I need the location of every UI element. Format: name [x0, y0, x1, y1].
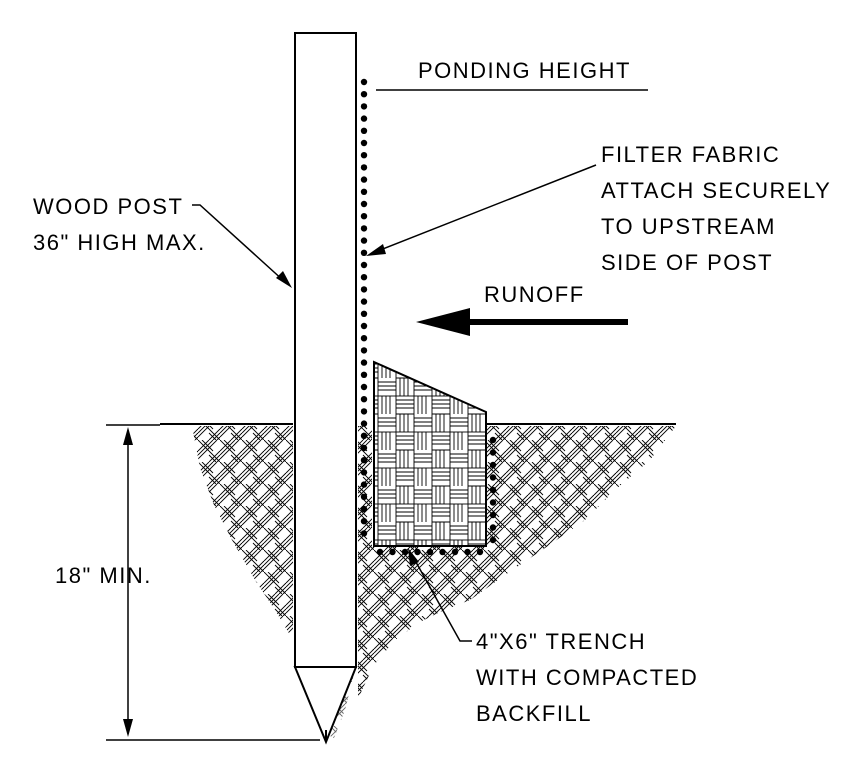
fabric-dot	[360, 213, 368, 220]
filter-fabric-label-line-3: TO UPSTREAM	[601, 214, 776, 239]
fabric-dot	[360, 310, 368, 317]
fabric-dot	[360, 383, 368, 391]
fabric-dot	[439, 548, 446, 556]
fabric-dot	[360, 396, 368, 403]
runoff-arrow	[416, 308, 628, 336]
filter-fabric-label-line-1: FILTER FABRIC	[601, 142, 780, 167]
fabric-dot	[360, 408, 368, 415]
fabric-dot	[360, 91, 368, 98]
compacted-backfill	[373, 360, 487, 547]
depth-dimension-label: 18" MIN.	[55, 563, 152, 588]
fabric-dot	[360, 103, 368, 110]
fabric-dot	[401, 548, 409, 556]
fabric-dot	[360, 115, 368, 122]
fabric-dot	[489, 449, 497, 456]
fabric-dot	[360, 457, 368, 464]
fabric-dot	[360, 274, 368, 281]
fabric-dot	[426, 548, 434, 556]
fabric-dot	[451, 548, 459, 556]
fabric-dot	[360, 225, 368, 232]
fabric-dot	[360, 176, 368, 183]
fabric-dot	[489, 499, 497, 506]
fabric-dot	[489, 511, 497, 519]
fabric-dot	[360, 139, 368, 147]
fabric-dot	[360, 152, 368, 159]
fabric-dot	[360, 371, 368, 378]
fabric-dot	[360, 200, 368, 208]
fabric-dot	[360, 347, 368, 354]
wood-post	[293, 32, 358, 745]
fabric-dot	[489, 536, 497, 544]
filter-fabric-dots	[360, 78, 497, 556]
fabric-dot	[360, 420, 368, 427]
filter-fabric-label-line-4: SIDE OF POST	[601, 250, 773, 275]
filter-fabric-label-line-2: ATTACH SECURELY	[601, 178, 831, 203]
fabric-dot	[360, 481, 368, 488]
wood-post-label-line-1: WOOD POST	[33, 194, 183, 219]
leader-arrowheads	[123, 244, 419, 737]
trench-label-line-2: WITH COMPACTED	[476, 665, 698, 690]
fabric-dot	[414, 548, 421, 556]
fabric-dot	[360, 261, 368, 269]
fabric-dot	[360, 444, 368, 452]
fabric-dot	[360, 188, 368, 195]
fabric-dot	[360, 78, 368, 86]
fabric-dot	[360, 493, 368, 500]
fabric-dot	[360, 298, 368, 305]
fabric-dot	[376, 548, 384, 556]
trench-label-line-3: BACKFILL	[476, 701, 592, 726]
leader-lines	[106, 89, 648, 741]
fabric-dot	[360, 164, 368, 171]
fabric-dot	[489, 474, 497, 481]
fabric-dot	[360, 249, 368, 256]
ponding-height-label: PONDING HEIGHT	[418, 58, 631, 83]
fabric-dot	[489, 436, 497, 444]
fabric-dot	[360, 127, 368, 134]
fabric-dot	[360, 237, 368, 244]
fabric-dot	[476, 548, 484, 556]
fabric-dot	[360, 286, 368, 293]
fabric-dot	[360, 505, 368, 513]
fabric-dot	[489, 461, 497, 469]
fabric-dot	[360, 518, 368, 525]
runoff-label: RUNOFF	[484, 282, 585, 307]
fabric-dot	[489, 524, 497, 531]
fabric-dot	[360, 530, 368, 537]
fabric-dot	[464, 548, 471, 556]
fabric-dot	[489, 486, 497, 494]
fabric-dot	[360, 359, 368, 366]
trench-label-line-1: 4"X6" TRENCH	[476, 629, 646, 654]
fabric-dot	[360, 322, 368, 330]
fabric-dot	[360, 469, 368, 476]
fabric-dot	[360, 335, 368, 342]
fabric-dot	[360, 432, 368, 439]
fabric-dot	[389, 548, 396, 556]
wood-post-label-line-2: 36" HIGH MAX.	[33, 230, 206, 255]
